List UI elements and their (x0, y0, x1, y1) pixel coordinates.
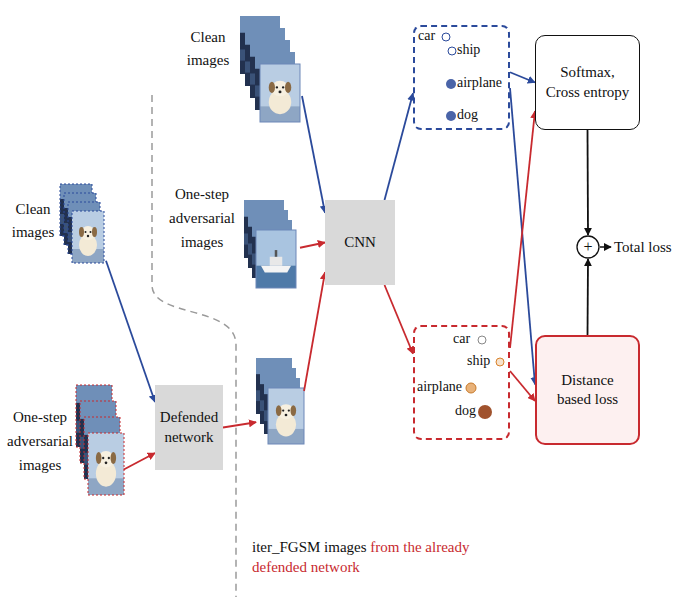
flow-arrow (510, 111, 535, 348)
class-label: car (453, 331, 470, 348)
logits-box: car ship airplane dog (413, 325, 510, 440)
class-dot (446, 111, 456, 121)
caption-block: iter_FGSM imagesfrom the already defende… (252, 538, 482, 577)
flow-arrow (510, 371, 535, 401)
image-stack (256, 358, 304, 444)
circle-shape (577, 236, 599, 258)
class-dot (466, 383, 476, 393)
flow-arrow (106, 261, 155, 402)
class-dot (478, 405, 492, 419)
class-dot (478, 336, 486, 344)
loss-box: Distance based loss (535, 335, 640, 445)
image-stack: Clean images (180, 12, 302, 124)
image-border (88, 433, 124, 495)
flow-arrow (587, 259, 589, 335)
class-label: airplane (457, 75, 502, 92)
sum-circle: + (576, 235, 600, 259)
flow-arrow (510, 72, 535, 82)
flow-arrow (385, 93, 414, 200)
image-border (256, 230, 296, 288)
flow-arrow (124, 453, 155, 470)
image-card (72, 211, 104, 263)
image-card (268, 388, 304, 444)
image-card (256, 230, 296, 288)
flow-arrow (587, 130, 589, 235)
flow-arrow (223, 422, 256, 427)
flow-arrow (385, 285, 414, 354)
class-label: ship (457, 42, 480, 59)
image-border (260, 64, 300, 122)
class-markers (442, 33, 504, 419)
network-box: CNN (325, 200, 395, 285)
node-label: + (583, 239, 592, 255)
image-border (268, 388, 304, 444)
logits-box: car ship airplane dog (413, 25, 510, 130)
class-label: ship (467, 353, 490, 370)
loss-box: Softmax, Cross entropy (535, 35, 640, 130)
image-stack: One-step adversarial images (5, 375, 125, 525)
flow-arrow (304, 272, 325, 391)
class-label: dog (457, 107, 478, 124)
node-label: Defended network (158, 408, 220, 447)
stack-label: One-step adversarial images (165, 182, 239, 254)
image-stack (60, 184, 104, 263)
network-box: Defended network (155, 385, 223, 470)
class-label: car (418, 28, 435, 45)
caption-text: iter_FGSM images (252, 539, 367, 555)
image-stack (240, 16, 300, 122)
output-arrow (600, 246, 611, 248)
node-label: CNN (344, 233, 376, 253)
class-dot (496, 358, 504, 366)
node-label: Distance based loss (545, 371, 630, 410)
class-dot (442, 33, 450, 41)
image-border (72, 211, 104, 263)
image-stack (76, 385, 124, 495)
node-label: Softmax, Cross entropy (544, 63, 631, 102)
stack-label: Clean images (180, 26, 236, 71)
image-card (88, 433, 124, 495)
stack-label: Clean images (8, 198, 58, 243)
image-stack: One-step adversarial images (165, 160, 300, 295)
image-stack: Clean images (8, 180, 108, 275)
class-dot (448, 47, 456, 55)
class-label: dog (455, 403, 476, 420)
output-label: Total loss (614, 238, 672, 256)
image-stack (244, 200, 296, 288)
flow-arrow (300, 243, 325, 248)
class-label: airplane (417, 379, 462, 396)
image-card (260, 64, 300, 122)
flow-arrow (302, 96, 325, 213)
flow-arrow (510, 88, 535, 385)
class-dot (446, 79, 456, 89)
separator-line (152, 95, 236, 597)
stack-label: One-step adversarial images (5, 405, 75, 477)
